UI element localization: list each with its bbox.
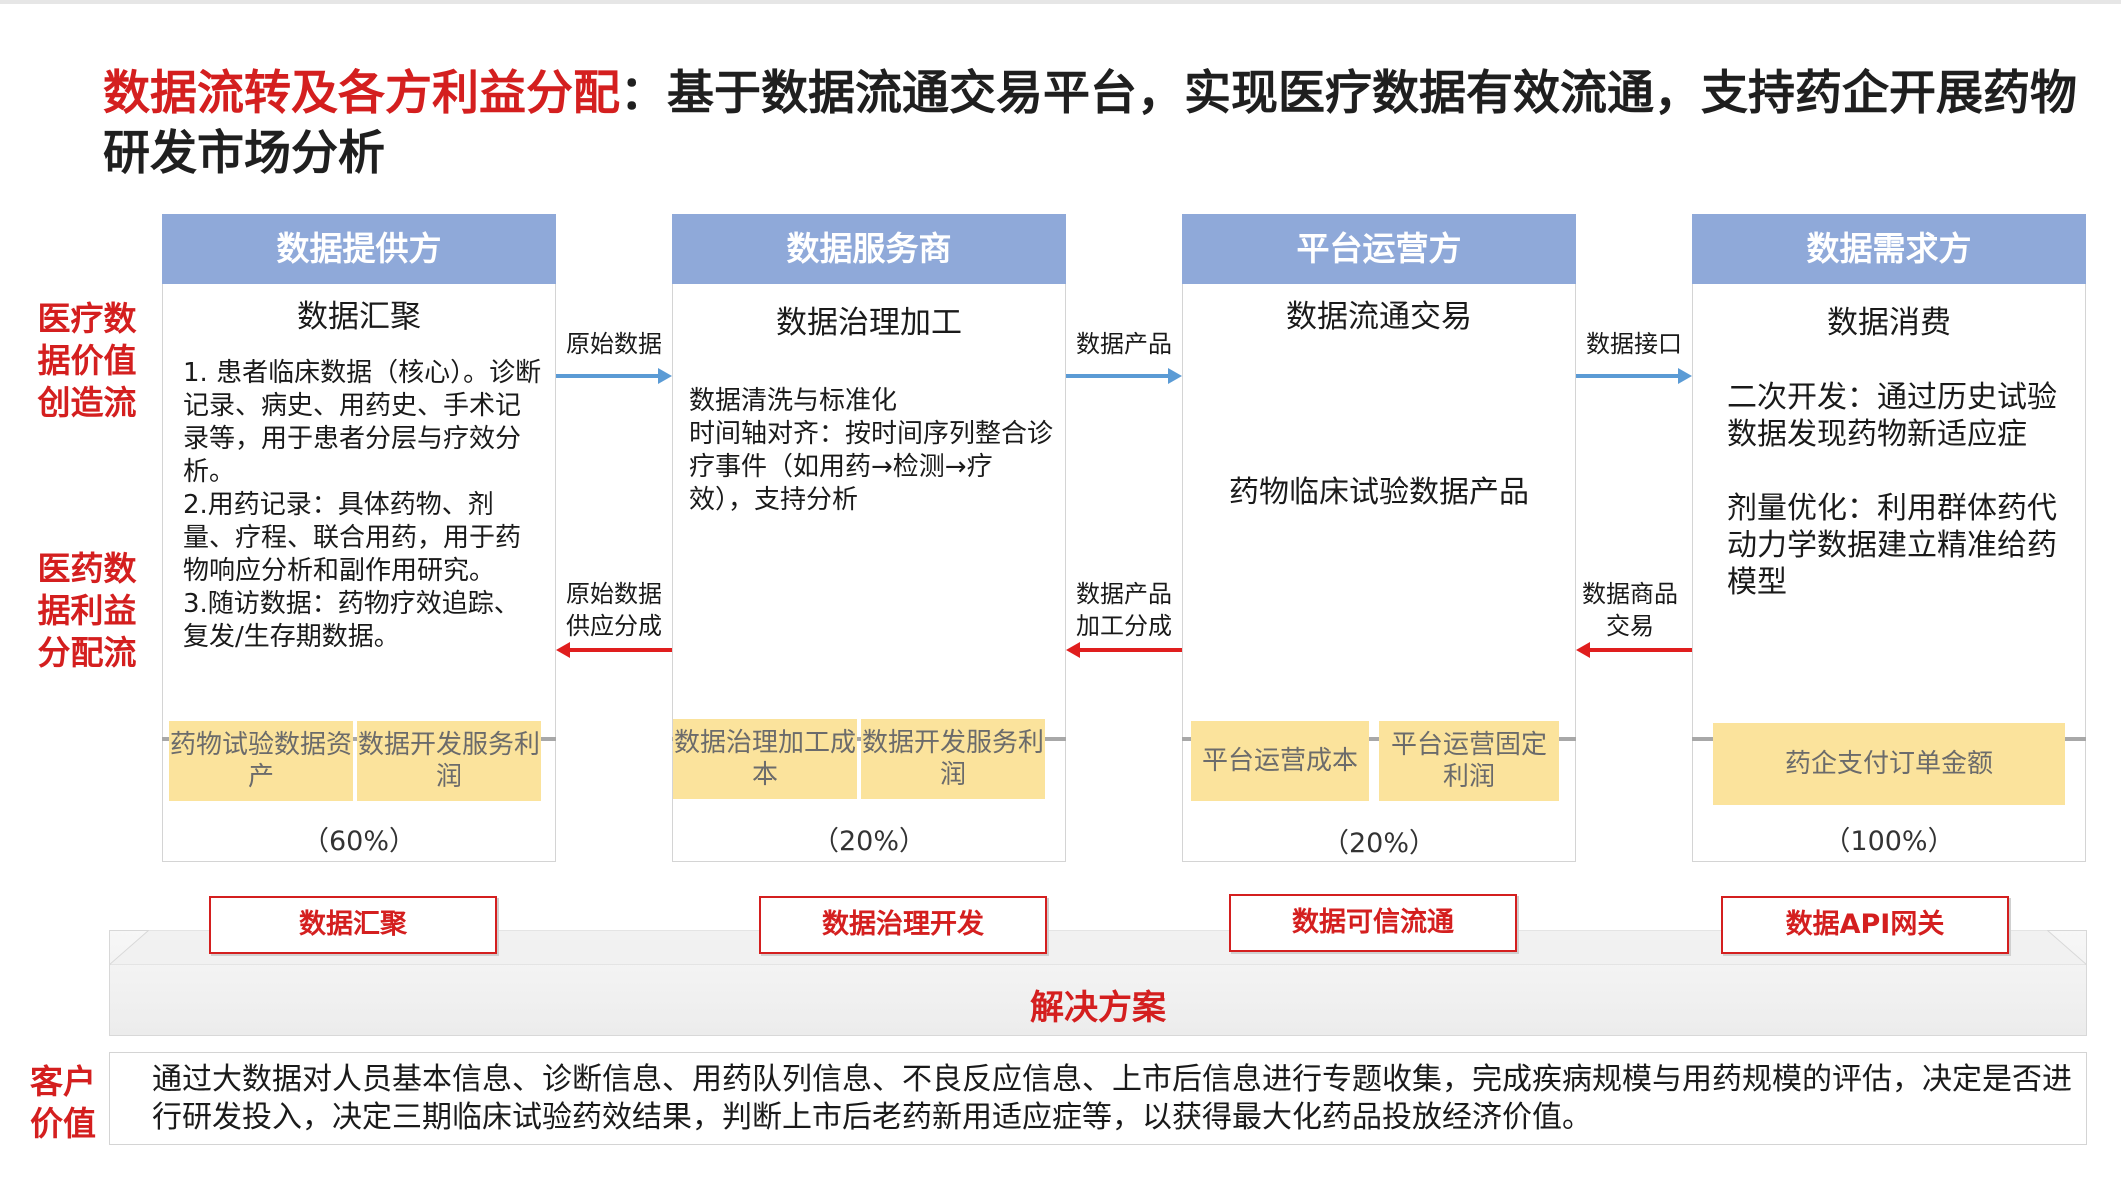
column-subtitle: 数据消费 [1827, 305, 1951, 341]
column-header: 数据服务商 [672, 214, 1066, 284]
column-data-service-provider: 数据服务商 数据治理加工 数据清洗与标准化 时间轴对齐：按时间序列整合诊疗事件（… [672, 214, 1066, 862]
page-title: 数据流转及各方利益分配：基于数据流通交易平台，实现医疗数据有效流通，支持药企开展… [103, 64, 2093, 184]
side-label-value-flow: 医疗数据价值创造流 [37, 299, 137, 422]
column-header: 平台运营方 [1182, 214, 1576, 284]
title-rest: ：基于数据流通交易平台，实现医疗数据有效流通，支持药企开展药物研发市场分析 [103, 66, 2077, 181]
column-data-consumer: 数据需求方 数据消费 二次开发：通过历史试验数据发现药物新适应症 剂量优化：利用… [1692, 214, 2086, 862]
share-percent: （100%） [1823, 826, 1955, 857]
column-header: 数据提供方 [162, 214, 556, 284]
benefit-item: 药物试验数据资产 [169, 721, 353, 801]
flow-label-back: 原始数据供应分成 [566, 580, 662, 640]
benefit-item: 数据开发服务利润 [357, 721, 541, 801]
side-label-customer-value: 客户价值 [30, 1062, 96, 1143]
column-subtitle: 数据治理加工 [776, 305, 962, 341]
flow-label-forward: 数据产品 [1076, 330, 1172, 358]
column-data-provider: 数据提供方 数据汇聚 1. 患者临床数据（核心）。诊断记录、病史、用药史、手术记… [162, 214, 556, 862]
platform-title: 解决方案 [1030, 988, 1166, 1028]
column-header: 数据需求方 [1692, 214, 2086, 284]
column-platform-operator: 平台运营方 数据流通交易 药物临床试验数据产品 平台运营成本 平台运营固定利润 … [1182, 214, 1576, 862]
flow-label-back: 数据商品交易 [1582, 580, 1678, 640]
column-subtitle: 数据汇聚 [297, 299, 421, 335]
flow-label-forward: 原始数据 [566, 330, 662, 358]
column-description: 数据清洗与标准化 时间轴对齐：按时间序列整合诊疗事件（如用药→检测→疗效），支持… [689, 386, 1054, 515]
side-label-benefit-flow: 医药数据利益分配流 [37, 549, 137, 672]
platform-top-bevel [109, 930, 2087, 965]
capability-api-gateway: 数据API网关 [1721, 896, 2009, 954]
column-subtitle: 数据流通交易 [1286, 299, 1472, 335]
benefit-item: 数据开发服务利润 [861, 719, 1045, 799]
top-rule [0, 0, 2121, 4]
flow-label-forward: 数据接口 [1586, 330, 1682, 358]
title-highlight: 数据流转及各方利益分配 [103, 66, 620, 121]
benefit-item: 数据治理加工成本 [673, 719, 857, 799]
benefit-item: 药企支付订单金额 [1713, 723, 2065, 805]
capability-trusted-circulation: 数据可信流通 [1229, 894, 1517, 952]
customer-value-text: 通过大数据对人员基本信息、诊断信息、用药队列信息、不良反应信息、上市后信息进行专… [109, 1052, 2087, 1145]
share-percent: （20%） [811, 826, 926, 857]
flow-label-back: 数据产品加工分成 [1076, 580, 1172, 640]
column-description: 1. 患者临床数据（核心）。诊断记录、病史、用药史、手术记录等，用于患者分层与疗… [183, 358, 542, 652]
share-percent: （20%） [1321, 828, 1436, 859]
capability-data-aggregation: 数据汇聚 [209, 896, 497, 954]
share-percent: （60%） [301, 826, 416, 857]
capability-data-governance: 数据治理开发 [759, 896, 1047, 954]
column-description: 二次开发：通过历史试验数据发现药物新适应症 剂量优化：利用群体药代动力学数据建立… [1727, 380, 2057, 600]
column-description: 药物临床试验数据产品 [1229, 475, 1529, 510]
benefit-item: 平台运营固定利润 [1379, 721, 1559, 801]
benefit-item: 平台运营成本 [1191, 721, 1369, 801]
